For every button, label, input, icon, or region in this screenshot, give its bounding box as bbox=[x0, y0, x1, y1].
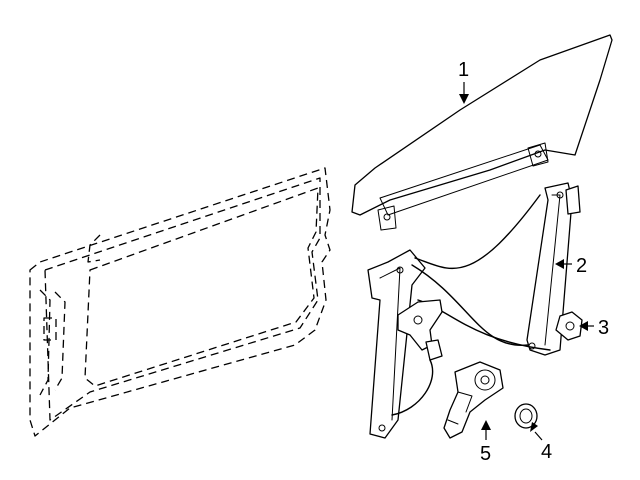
door-glass bbox=[351, 34, 613, 231]
callout-1-arrow-icon bbox=[459, 94, 469, 104]
callout-1-label: 1 bbox=[458, 59, 469, 81]
callout-5: 5 bbox=[480, 420, 491, 465]
window-regulator bbox=[367, 182, 581, 439]
callout-4-label: 4 bbox=[541, 441, 552, 463]
callout-2: 2 bbox=[555, 255, 587, 277]
callout-4-leader bbox=[534, 431, 543, 441]
callout-2-label: 2 bbox=[576, 255, 587, 277]
callout-2-arrow-icon bbox=[555, 259, 564, 269]
callout-3: 3 bbox=[579, 317, 609, 339]
callout-5-arrow-icon bbox=[481, 420, 491, 430]
callout-3-label: 3 bbox=[598, 317, 609, 339]
callout-3-arrow-icon bbox=[579, 321, 588, 331]
window-motor bbox=[443, 361, 504, 439]
door-shell-outline bbox=[29, 167, 331, 437]
callout-1: 1 bbox=[458, 59, 469, 104]
grommet bbox=[514, 403, 538, 429]
callout-5-label: 5 bbox=[480, 443, 491, 465]
callout-4-arrow-icon bbox=[530, 422, 538, 432]
regulator-clip bbox=[555, 311, 583, 341]
callout-4: 4 bbox=[530, 422, 552, 463]
